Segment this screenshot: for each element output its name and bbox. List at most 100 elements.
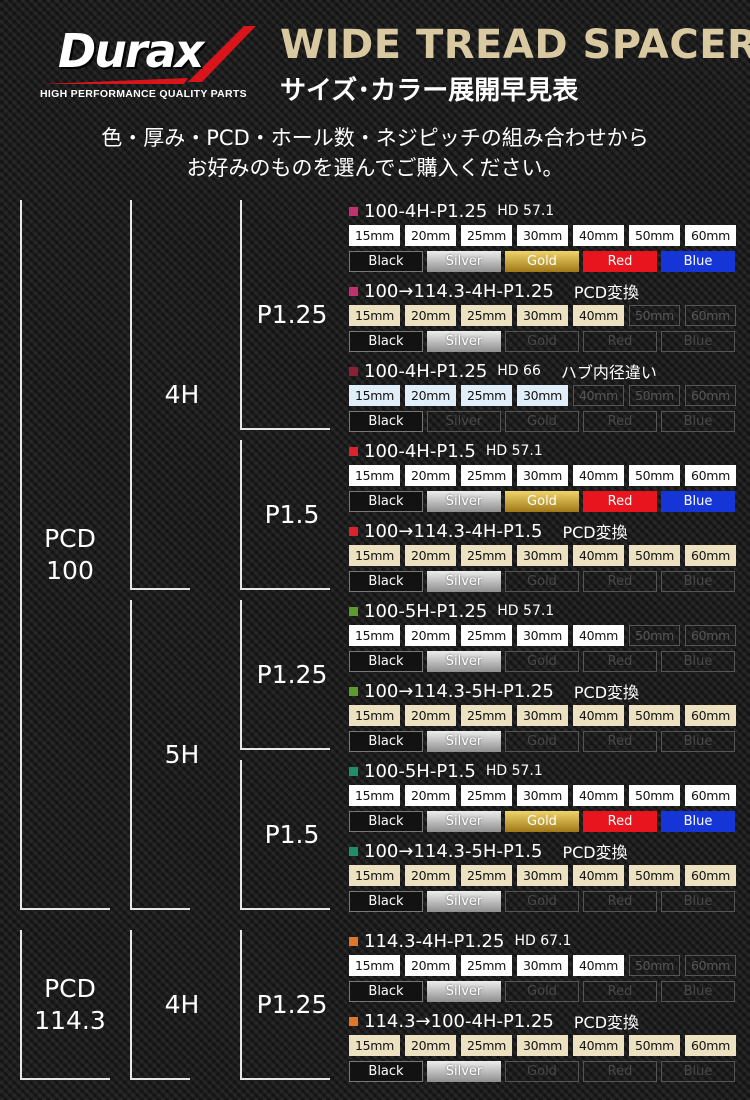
hole-bracket — [130, 930, 190, 1080]
thickness-chip: 40mm — [573, 785, 624, 806]
hub-diameter: HD 57.1 — [485, 763, 543, 779]
hole-count-label: 4H — [164, 990, 200, 1019]
color-swatch: Red — [583, 491, 657, 512]
pitch-bracket — [240, 440, 330, 590]
thickness-chip: 15mm — [349, 785, 400, 806]
hub-diameter: HD 57.1 — [497, 603, 555, 619]
product-marker-icon — [349, 846, 358, 856]
thickness-chip: 40mm — [573, 865, 624, 886]
thickness-chip: 60mm — [685, 785, 736, 806]
product-marker-icon — [349, 366, 358, 376]
thread-pitch-label: P1.5 — [264, 820, 320, 849]
product-code: 100-5H-P1.25 — [364, 600, 488, 622]
pcd-label-value: 114.3 — [34, 1006, 106, 1035]
color-swatch: Silver — [427, 571, 501, 592]
thickness-chip: 30mm — [517, 465, 568, 486]
product-code: 100-4H-P1.25 — [364, 200, 488, 222]
thickness-chip: 15mm — [349, 865, 400, 886]
product-marker-icon — [349, 526, 358, 536]
color-swatch: Red — [583, 731, 657, 752]
durax-logo: Durax HIGH PERFORMANCE QUALITY PARTS — [38, 22, 260, 108]
thickness-chip: 25mm — [461, 705, 512, 726]
color-swatch: Red — [583, 411, 657, 432]
thickness-chip: 60mm — [685, 625, 736, 646]
thread-pitch-label: P1.5 — [264, 500, 320, 529]
thickness-chip: 25mm — [461, 865, 512, 886]
thickness-chip: 30mm — [517, 385, 568, 406]
thickness-chip: 30mm — [517, 955, 568, 976]
thread-pitch-label: P1.25 — [256, 990, 328, 1019]
thickness-chip: 20mm — [405, 305, 456, 326]
product-code: 114.3-4H-P1.25 — [364, 930, 505, 952]
thickness-chip: 20mm — [405, 785, 456, 806]
color-swatch: Gold — [505, 331, 579, 352]
color-swatch: Red — [583, 891, 657, 912]
thickness-chip: 15mm — [349, 1035, 400, 1056]
pcd-label-line: PCD — [44, 974, 96, 1003]
product-code: 100→114.3-4H-P1.25 — [364, 280, 554, 302]
thickness-chip: 40mm — [573, 305, 624, 326]
color-swatch: Gold — [505, 731, 579, 752]
thickness-chip: 15mm — [349, 955, 400, 976]
thickness-chip: 20mm — [405, 385, 456, 406]
intro-line-2: お好みのものを選んでご購入ください。 — [186, 156, 564, 180]
color-swatch: Red — [583, 251, 657, 272]
color-swatch: Blue — [661, 731, 735, 752]
thread-pitch-label: P1.25 — [256, 300, 328, 329]
product-code-row: 100-5H-P1.25 HD 57.1 — [349, 600, 554, 622]
color-swatch: Black — [349, 811, 423, 832]
page-subtitle: サイズ･カラー展開早見表 — [280, 76, 579, 106]
color-swatch: Silver — [427, 491, 501, 512]
thickness-chip: 15mm — [349, 705, 400, 726]
color-swatch: Blue — [661, 651, 735, 672]
color-swatch: Red — [583, 571, 657, 592]
pitch-bracket — [240, 200, 330, 430]
thickness-chip: 25mm — [461, 385, 512, 406]
thickness-chip: 60mm — [685, 1035, 736, 1056]
color-swatch: Black — [349, 651, 423, 672]
color-swatch: Black — [349, 331, 423, 352]
pcd-label-value: 100 — [46, 556, 94, 585]
thickness-chip: 20mm — [405, 705, 456, 726]
thickness-chip: 60mm — [685, 865, 736, 886]
color-swatch: Gold — [505, 651, 579, 672]
color-swatch: Black — [349, 1061, 423, 1082]
product-marker-icon — [349, 206, 358, 216]
thickness-chip: 20mm — [405, 625, 456, 646]
color-swatch: Blue — [661, 571, 735, 592]
thickness-chip: 50mm — [629, 865, 680, 886]
color-swatch: Gold — [505, 811, 579, 832]
color-swatch: Silver — [427, 731, 501, 752]
color-swatch: Gold — [505, 571, 579, 592]
hub-diameter: HD 57.1 — [485, 443, 543, 459]
product-marker-icon — [349, 446, 358, 456]
logo-swoosh-icon — [42, 26, 256, 84]
product-code: 114.3→100-4H-P1.25 — [364, 1010, 554, 1032]
product-code: 100→114.3-4H-P1.5 — [364, 520, 543, 542]
product-note: PCD変換 — [573, 283, 640, 302]
color-swatch: Gold — [505, 1061, 579, 1082]
hole-bracket — [130, 600, 190, 910]
thickness-chip: 30mm — [517, 1035, 568, 1056]
product-code: 100-4H-P1.5 — [364, 440, 476, 462]
thickness-chip: 50mm — [629, 305, 680, 326]
color-swatch: Blue — [661, 1061, 735, 1082]
thickness-chip: 20mm — [405, 955, 456, 976]
thickness-chip: 25mm — [461, 305, 512, 326]
thickness-chip: 50mm — [629, 705, 680, 726]
color-swatch: Blue — [661, 251, 735, 272]
